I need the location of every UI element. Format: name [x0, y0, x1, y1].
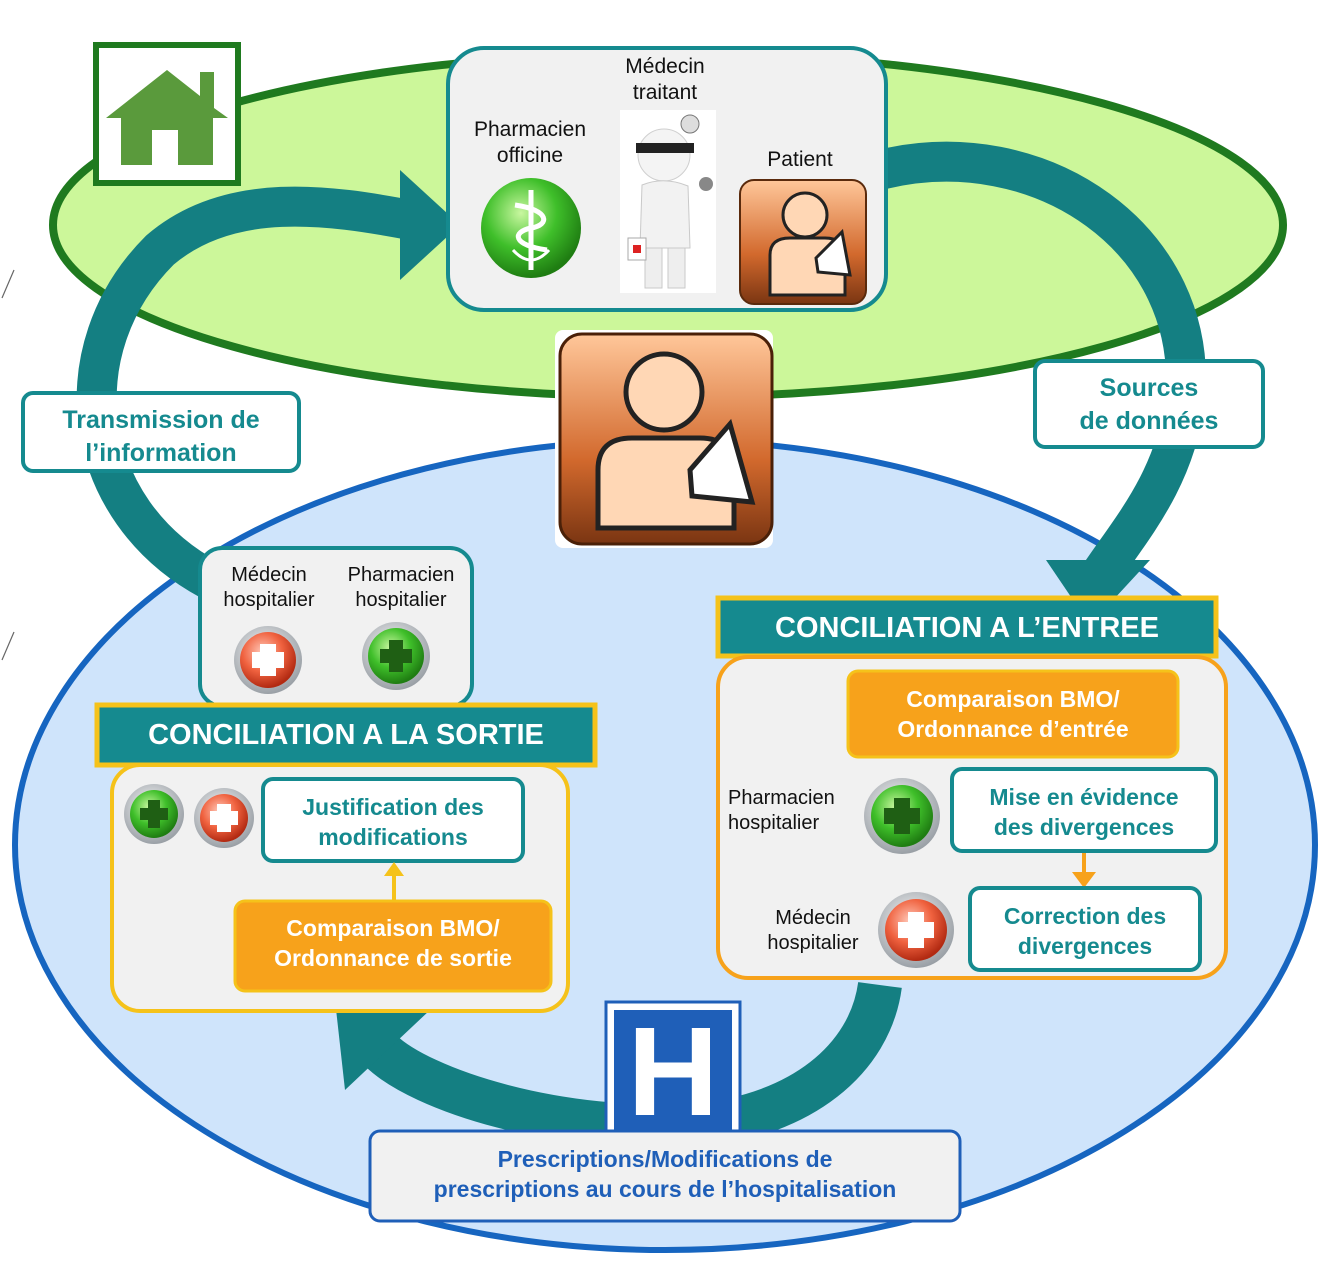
- pharmacy-icon: [481, 178, 581, 278]
- transmission-box: [21, 391, 301, 473]
- pharmacien-green-cross-icon: [362, 622, 430, 690]
- entree-comparaison-box: [846, 669, 1180, 759]
- medecin-red-cross-icon: [234, 626, 302, 694]
- home-icon: [93, 42, 241, 186]
- sortie-comparaison-label: Comparaison BMO/ Ordonnance de sortie: [274, 915, 512, 971]
- entree-comparaison-label: Comparaison BMO/ Ordonnance d’entrée: [897, 686, 1129, 742]
- transmission-label: Transmission de l’information: [62, 406, 260, 467]
- entree-green-cross-icon: [864, 778, 940, 854]
- patient-small-icon: [739, 179, 867, 305]
- label-medecin-traitant: Médecin traitant: [625, 55, 705, 105]
- arrow-transmission: [76, 170, 460, 598]
- hospital-letter: H: [627, 1001, 719, 1142]
- justification-label: Justification des modifications: [302, 794, 484, 850]
- sortie-comparaison-box: [233, 899, 553, 993]
- patient-large-icon: [555, 330, 774, 548]
- mise-en-evidence-box: [950, 767, 1218, 853]
- hospital-h-icon: [604, 1000, 742, 1154]
- sortie-label-pharmacien: Pharmacien hospitalier: [347, 564, 455, 611]
- entree-label-pharmacien: Pharmacien hospitalier: [728, 787, 835, 834]
- entree-red-cross-icon: [878, 892, 954, 968]
- entree-title-band: [715, 595, 1219, 659]
- sortie-red-cross-icon: [194, 788, 254, 848]
- sortie-green-cross-icon: [124, 784, 184, 844]
- sortie-title: CONCILIATION A LA SORTIE: [148, 719, 544, 751]
- prescriptions-label: Prescriptions/Modifications de prescript…: [433, 1146, 897, 1202]
- decor-line: [1, 269, 15, 299]
- justification-box: [261, 777, 525, 863]
- sortie-label-medecin: Médecin hospitalier: [223, 564, 315, 611]
- correction-box: [968, 886, 1202, 972]
- entree-label-medecin: Médecin hospitalier: [767, 907, 859, 954]
- sources-box: [1033, 359, 1265, 449]
- mise-en-evidence-label: Mise en évidence des divergences: [989, 784, 1179, 840]
- sources-label: Sources de données: [1079, 374, 1219, 435]
- doctor-figure-icon: [620, 110, 716, 293]
- prescriptions-box: [368, 1129, 962, 1223]
- entree-title: CONCILIATION A L’ENTREE: [775, 612, 1159, 644]
- label-patient: Patient: [767, 148, 833, 171]
- decor-line: [1, 631, 15, 661]
- arrow-sources: [875, 141, 1206, 625]
- correction-label: Correction des divergences: [1003, 903, 1167, 959]
- label-pharmacien-officine: Pharmacien officine: [473, 118, 587, 168]
